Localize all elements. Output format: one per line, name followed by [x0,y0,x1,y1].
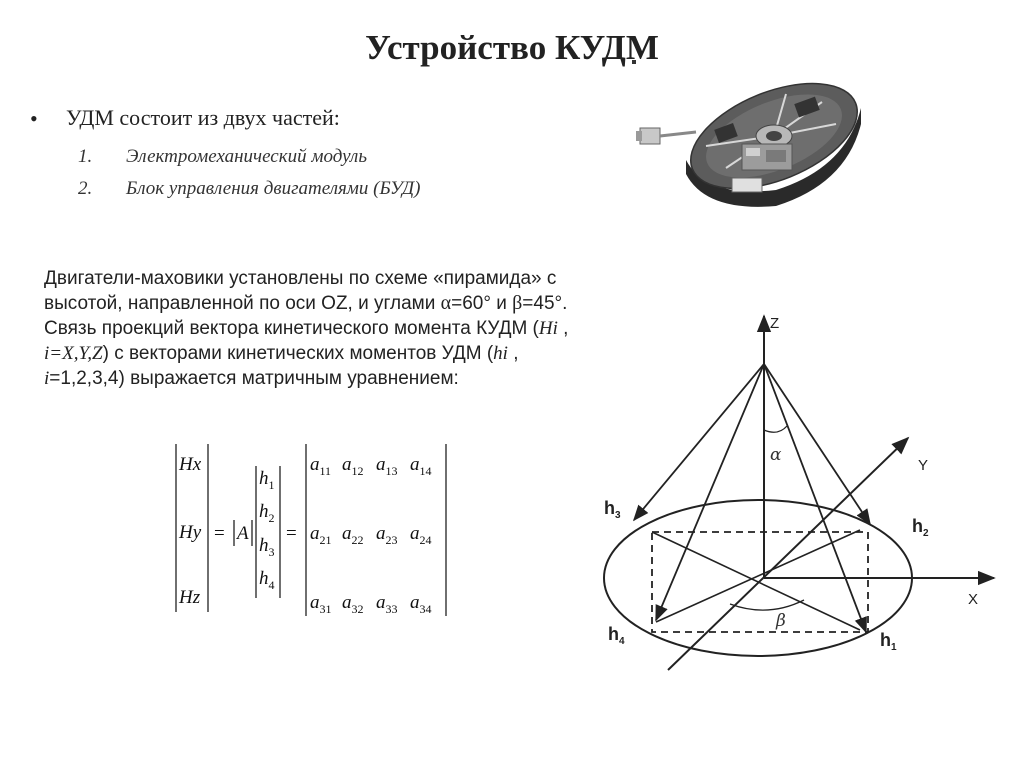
matrix-entry: a12 [342,454,364,478]
equals-sign: = [214,523,225,544]
matrix-entry: a22 [342,523,364,547]
title-dot [632,60,636,64]
paragraph-text: , [507,343,519,364]
matrix-entry: a13 [376,454,398,478]
matrix-entry: a34 [410,592,432,616]
dashed-base [651,531,869,633]
lhs-hx: Hx [178,454,202,475]
base-diagonal [651,531,861,631]
beta-symbol: β [512,292,523,314]
axis-z-label: Z [770,315,779,332]
equals-sign: = [286,523,297,544]
matrix-entry: a31 [310,592,332,616]
paragraph-text: ) с векторами кинетических моментов УДМ … [102,343,494,364]
var-i: i [44,343,50,364]
var-hi: hi [493,343,508,364]
paragraph-text: высотой, направленной по оси OZ, и углам… [44,293,441,314]
h-4: h4 [259,568,275,592]
a-matrix: a11 a12 a13 a14 a21 a22 a23 a24 a31 a32 a33 a34 [310,454,432,616]
paragraph-line: Двигатели-маховики установлены по схеме … [44,268,557,289]
matrix-entry: a33 [376,592,398,616]
bullet-text: УДМ состоит из двух частей: [66,105,340,130]
lhs-hz: Hz [178,587,201,608]
bullet-marker: • [30,106,38,131]
paragraph-text: =1,2,3,4) выражается матричным уравнение… [49,368,459,389]
var-Hi: Hi [538,318,558,339]
h-3: h3 [259,535,275,559]
matrix-entry: a24 [410,523,432,547]
paragraph-line: i=X,Y,Z) с векторами кинетических момент… [44,341,654,366]
h4-label: h4 [608,624,625,647]
h-1: h1 [259,468,275,492]
h2-label: h2 [912,516,929,539]
h-vector: h1 h2 h3 h4 [259,468,275,592]
h1-label: h1 [880,630,897,653]
vector-h1 [763,363,867,634]
axis-x-label: X [968,591,978,608]
list-item: Электромеханический модуль [126,146,367,167]
vector-h3 [632,363,765,522]
description-paragraph: Двигатели-маховики установлены по схеме … [44,266,654,391]
axis-y-label: Y [918,457,928,474]
alpha-value: =60° и [451,293,513,314]
beta-label: β [775,611,786,631]
base-diagonal [655,529,861,623]
vector-h4 [655,363,765,622]
paragraph-line: i=1,2,3,4) выражается матричным уравнени… [44,366,654,391]
beta-arc [729,599,805,611]
reaction-wheel-image [636,82,861,207]
matrix-entry: a11 [310,454,331,478]
matrix-entry: a23 [376,523,398,547]
alpha-arc [763,425,788,433]
h-2: h2 [259,501,275,525]
alpha-label: α [770,445,782,465]
matrix-entry: a21 [310,523,332,547]
lhs-hy: Hy [178,522,202,543]
list-item-number: 1. [78,146,93,167]
matrix-A: A [235,523,249,544]
beta-value: =45°. [522,293,568,314]
list-item: Блок управления двигателями (БУД) [126,178,421,199]
axis-y [667,436,910,671]
paragraph-text: , [557,318,569,339]
paragraph-line: Связь проекций вектора кинетического мом… [44,316,654,341]
h3-label: h3 [604,498,621,521]
var-i: i [44,368,50,389]
alpha-symbol: α [440,292,452,314]
paragraph-text: Связь проекций вектора кинетического мом… [44,318,539,339]
list-item-number: 2. [78,178,93,199]
var-xyz: =X,Y,Z [49,343,103,364]
vector-h2 [763,363,871,526]
matrix-entry: a32 [342,592,364,616]
pyramid-diagram: Z Y X α β h3 h2 h4 h1 [603,314,996,671]
matrix-entry: a14 [410,454,432,478]
paragraph-line: высотой, направленной по оси OZ, и углам… [44,291,654,316]
page-title: Устройство КУДМ [365,28,659,67]
